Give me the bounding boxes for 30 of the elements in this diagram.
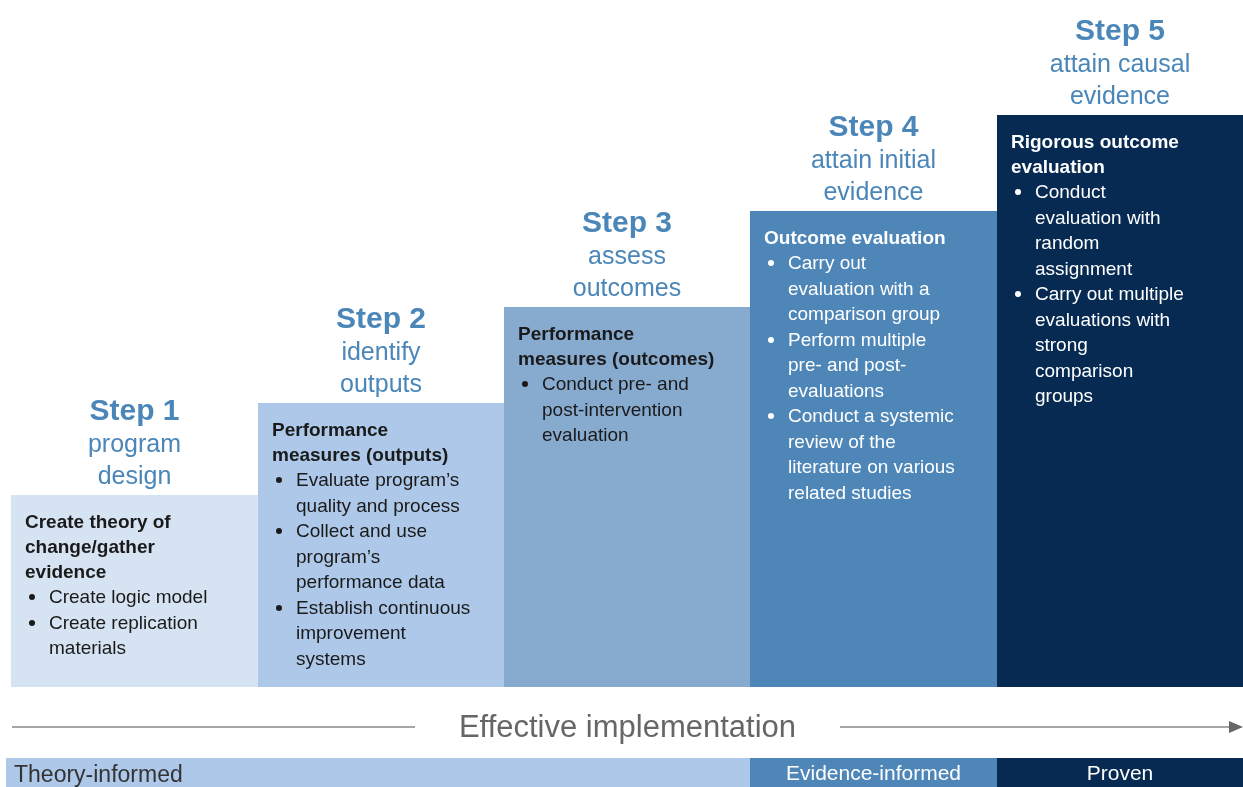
bullet-item: Establish continuous improvement systems <box>272 594 480 671</box>
bullet-item: Create logic model <box>25 584 231 610</box>
step-title: Step 5 <box>1075 13 1165 47</box>
bullet-item: Create replication materials <box>25 609 231 661</box>
category-band: Theory-informed <box>6 758 750 787</box>
step-subtitle: attain initial evidence <box>809 144 938 207</box>
bullet-item: Conduct evaluation with random assignment <box>1011 179 1187 281</box>
bullet-item: Carry out multiple evaluations with strong comparison groups <box>1011 281 1187 409</box>
bullet-item: Carry out evaluation with a comparison group <box>764 250 955 327</box>
box-heading: Performance measures (outputs) <box>272 418 450 467</box>
box-heading: Outcome evaluation <box>764 226 947 250</box>
category-band: Proven <box>997 758 1243 787</box>
bullet-item: Evaluate program’s quality and process <box>272 467 480 518</box>
step-subtitle: attain causal evidence <box>1048 48 1192 111</box>
step-subtitle: assess outcomes <box>571 240 683 303</box>
step-title: Step 1 <box>89 393 180 427</box>
bullet-item: Conduct a systemic review of the literature on various related studies <box>764 403 955 505</box>
step-title: Step 3 <box>582 205 672 239</box>
step-title: Step 2 <box>336 301 426 335</box>
bullet-item: Conduct pre- and post-intervention evaluation <box>518 371 726 448</box>
axis-label: Effective implementation <box>457 708 798 746</box>
box-heading: Performance measures (outcomes) <box>518 322 716 371</box>
step-subtitle: program design <box>86 428 183 491</box>
step-title: Step 4 <box>828 109 919 143</box>
category-band: Evidence-informed <box>750 758 997 787</box>
bullet-item: Perform multiple pre- and post-evaluations <box>764 326 955 403</box>
step-subtitle: identify outputs <box>339 336 423 399</box>
box-heading: Create theory of change/gather evidence <box>25 510 172 584</box>
box-heading: Rigorous outcome evaluation <box>1011 130 1180 179</box>
bullet-item: Collect and use program’s performance data <box>272 518 480 595</box>
